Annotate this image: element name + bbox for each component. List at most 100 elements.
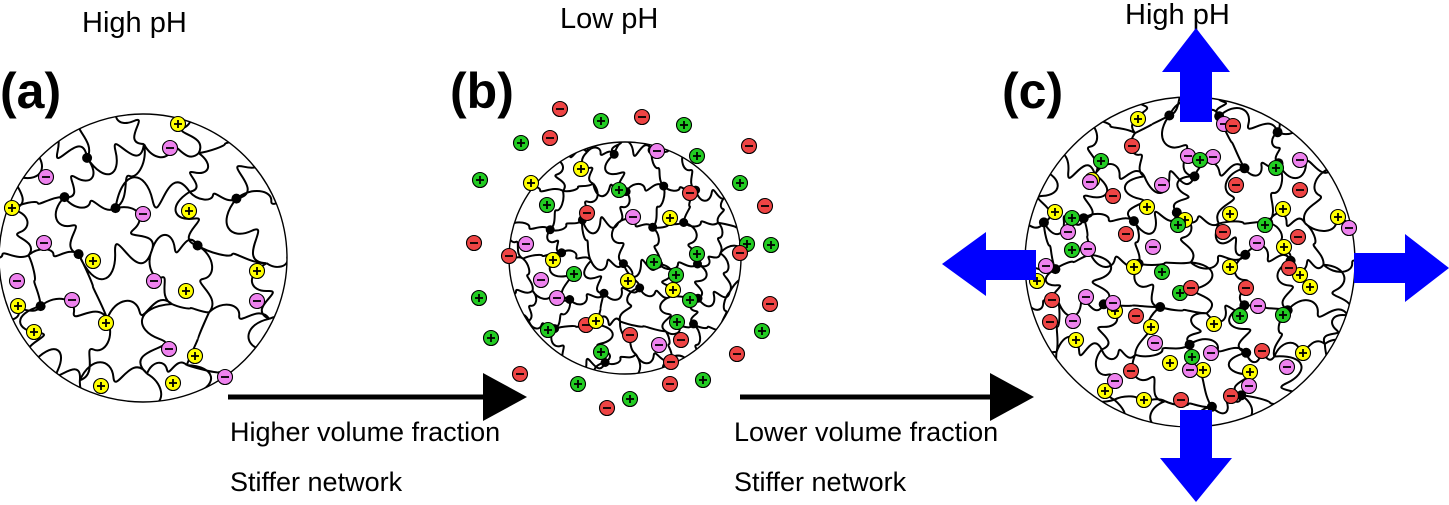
ions-b — [465, 100, 780, 417]
crosslink-node — [1206, 401, 1217, 412]
minus-sign-icon — [548, 289, 566, 307]
plus-sign-icon — [97, 314, 115, 332]
crosslink-node — [618, 259, 628, 269]
plus-sign-icon — [569, 375, 587, 393]
minus-sign-icon — [551, 100, 569, 118]
minus-sign-icon — [1291, 181, 1309, 199]
plus-sign-icon — [1191, 151, 1209, 169]
plus-sign-icon — [1301, 278, 1319, 296]
minus-sign-icon — [756, 197, 774, 215]
plus-sign-icon — [753, 322, 771, 340]
plus-sign-icon — [621, 390, 639, 408]
plus-sign-icon — [667, 266, 685, 284]
plus-sign-icon — [169, 115, 187, 133]
gel-panel-b — [465, 100, 780, 417]
plus-sign-icon — [180, 202, 198, 220]
plus-sign-icon — [186, 347, 204, 365]
minus-sign-icon — [35, 234, 53, 252]
minus-sign-icon — [650, 336, 668, 354]
plus-sign-icon — [592, 343, 610, 361]
crosslink-node — [599, 288, 609, 298]
minus-sign-icon — [465, 234, 483, 252]
minus-sign-icon — [662, 353, 680, 371]
minus-sign-icon — [1104, 187, 1122, 205]
plus-sign-icon — [1205, 315, 1223, 333]
ph-label-b: Low pH — [560, 3, 658, 35]
crosslink-node — [659, 181, 669, 191]
crosslink-node — [557, 248, 567, 258]
minus-sign-icon — [1106, 372, 1124, 390]
crosslink-node — [1078, 213, 1089, 224]
minus-sign-icon — [1289, 228, 1307, 246]
minus-sign-icon — [1123, 137, 1141, 155]
minus-sign-icon — [541, 129, 559, 147]
minus-sign-icon — [134, 205, 152, 223]
minus-sign-icon — [1043, 291, 1061, 309]
plus-sign-icon — [688, 147, 706, 165]
transition-1-line-2: Stiffer network — [230, 467, 403, 497]
minus-sign-icon — [621, 326, 639, 344]
minus-sign-icon — [728, 345, 746, 363]
minus-sign-icon — [1041, 313, 1059, 331]
minus-sign-icon — [1253, 342, 1271, 360]
minus-sign-icon — [598, 399, 616, 417]
crosslink-node — [73, 249, 84, 260]
minus-sign-icon — [1278, 358, 1296, 376]
minus-sign-icon — [145, 272, 163, 290]
plus-sign-icon — [675, 116, 693, 134]
gel-panel-c — [1024, 96, 1358, 428]
plus-sign-icon — [9, 297, 27, 315]
minus-sign-icon — [1172, 391, 1190, 409]
minus-sign-icon — [8, 272, 26, 290]
plus-sign-icon — [1231, 307, 1249, 325]
minus-sign-icon — [578, 204, 596, 222]
polymer-chain — [509, 142, 741, 374]
minus-sign-icon — [1214, 223, 1232, 241]
ions-a — [3, 115, 266, 395]
plus-sign-icon — [661, 209, 679, 227]
minus-sign-icon — [1144, 238, 1162, 256]
minus-sign-icon — [216, 368, 234, 386]
minus-sign-icon — [633, 108, 651, 126]
plus-sign-icon — [1046, 203, 1064, 221]
crosslink-node — [1272, 127, 1283, 138]
plus-sign-icon — [164, 374, 182, 392]
minus-sign-icon — [500, 247, 518, 265]
minus-sign-icon — [1237, 279, 1255, 297]
plus-sign-icon — [1256, 216, 1274, 234]
crosslink-node — [1164, 110, 1175, 121]
plus-sign-icon — [544, 251, 562, 269]
crosslink-node — [600, 358, 610, 367]
plus-sign-icon — [1063, 209, 1081, 227]
minus-sign-icon — [1248, 234, 1266, 252]
plus-sign-icon — [668, 313, 686, 331]
minus-sign-icon — [1077, 288, 1095, 306]
minus-sign-icon — [1204, 148, 1222, 166]
plus-sign-icon — [177, 282, 195, 300]
plus-sign-icon — [1092, 152, 1110, 170]
minus-sign-icon — [1104, 294, 1122, 312]
crosslink-node — [609, 149, 619, 159]
ph-label-c: High pH — [1125, 0, 1230, 31]
minus-sign-icon — [761, 295, 779, 313]
crosslink-node — [35, 301, 46, 312]
crosslink-node — [679, 218, 689, 227]
plus-sign-icon — [681, 291, 699, 309]
plus-sign-icon — [1274, 200, 1292, 218]
transition-1-line-1: Higher volume fraction — [230, 417, 500, 447]
crosslink-node — [545, 225, 555, 235]
minus-sign-icon — [532, 271, 550, 289]
plus-sign-icon — [538, 196, 556, 214]
expansion-arrow-right-icon — [1354, 234, 1449, 302]
crosslink-node — [1239, 163, 1250, 174]
plus-sign-icon — [694, 371, 712, 389]
minus-sign-icon — [511, 365, 529, 383]
crosslink-node — [1184, 339, 1195, 350]
plus-sign-icon — [565, 265, 583, 283]
minus-sign-icon — [161, 139, 179, 157]
plus-sign-icon — [471, 171, 489, 189]
plus-sign-icon — [1274, 306, 1292, 324]
plus-sign-icon — [1275, 238, 1293, 256]
crosslink-node — [231, 193, 242, 204]
